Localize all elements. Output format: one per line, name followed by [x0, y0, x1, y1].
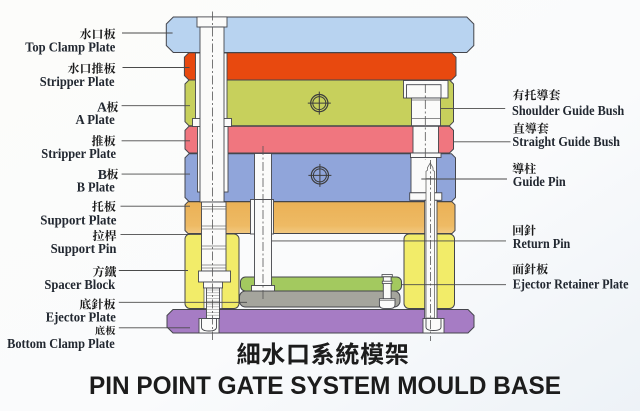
svg-text:Ejector Retainer Plate: Ejector Retainer Plate — [513, 276, 629, 291]
svg-text:Shoulder Guide Bush: Shoulder Guide Bush — [512, 103, 624, 118]
svg-text:Top Clamp Plate: Top Clamp Plate — [25, 40, 115, 55]
svg-text:B Plate: B Plate — [77, 179, 115, 194]
svg-text:Spacer Block: Spacer Block — [44, 277, 115, 292]
svg-text:Ejector Plate: Ejector Plate — [46, 310, 116, 325]
svg-text:Straight Guide Bush: Straight Guide Bush — [512, 134, 620, 149]
svg-text:A Plate: A Plate — [76, 112, 115, 127]
svg-text:Return Pin: Return Pin — [513, 236, 571, 251]
svg-text:B: B — [98, 167, 107, 182]
svg-text:A: A — [97, 100, 107, 115]
svg-text:Stripper Plate: Stripper Plate — [41, 146, 116, 161]
svg-text:PIN POINT GATE SYSTEM MOULD BA: PIN POINT GATE SYSTEM MOULD BASE — [89, 372, 561, 400]
svg-text:Stripper Plate: Stripper Plate — [40, 74, 115, 89]
svg-text:Support Plate: Support Plate — [40, 213, 116, 228]
svg-text:Guide Pin: Guide Pin — [513, 174, 566, 189]
svg-text:Support Pin: Support Pin — [51, 241, 117, 256]
svg-text:Bottom Clamp Plate: Bottom Clamp Plate — [7, 336, 115, 351]
